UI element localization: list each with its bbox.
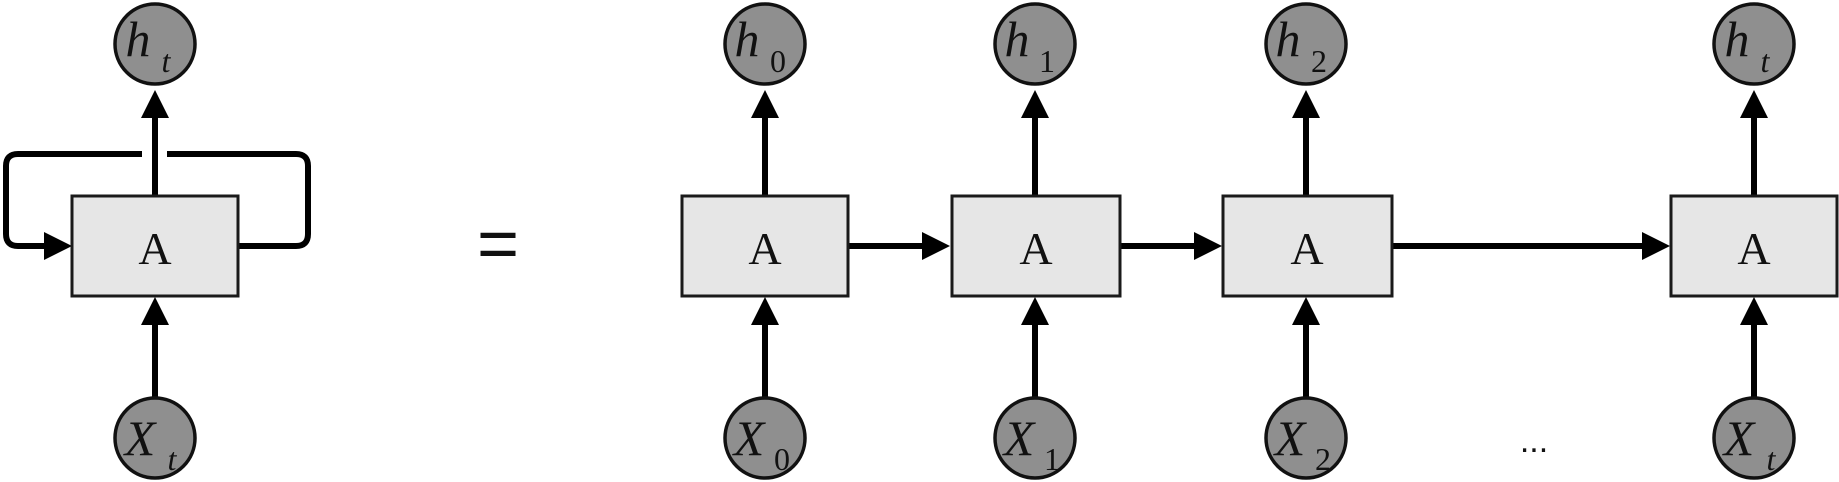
input-subscript: 2 bbox=[1315, 441, 1331, 477]
output-subscript: t bbox=[1761, 43, 1771, 79]
output-arrowhead bbox=[1292, 90, 1320, 118]
cell-box bbox=[70, 194, 240, 298]
output-arrowhead bbox=[751, 90, 779, 118]
timestep-0: A h 0 X 0 bbox=[680, 2, 850, 480]
input-arrowhead bbox=[141, 297, 169, 325]
output-subscript: 2 bbox=[1311, 43, 1327, 79]
cell-box bbox=[1669, 194, 1839, 298]
input-label: X bbox=[732, 410, 767, 466]
output-label: h bbox=[1725, 11, 1750, 67]
unrolled-rnn: A h 0 X 0 A h 1 X 1 bbox=[680, 2, 1839, 480]
cell-label: A bbox=[1737, 223, 1770, 274]
loop-arrowhead bbox=[44, 232, 72, 260]
cell-box bbox=[680, 194, 850, 298]
output-arrowhead bbox=[1740, 90, 1768, 118]
timestep-2: A h 2 X 2 bbox=[1221, 2, 1394, 480]
cell-box bbox=[1221, 194, 1394, 298]
input-subscript: 0 bbox=[774, 441, 790, 477]
input-label: X bbox=[123, 410, 158, 466]
cell-label: A bbox=[748, 223, 781, 274]
output-label: h bbox=[735, 11, 760, 67]
cell-label: A bbox=[1290, 223, 1323, 274]
input-label: X bbox=[1273, 410, 1308, 466]
input-subscript: t bbox=[1767, 441, 1777, 477]
output-label: h bbox=[1276, 11, 1301, 67]
input-node bbox=[113, 396, 197, 480]
input-node bbox=[1712, 396, 1796, 480]
input-label: X bbox=[1002, 410, 1037, 466]
input-arrowhead bbox=[1292, 297, 1320, 325]
recurrent-arrowhead bbox=[1642, 232, 1670, 260]
input-node bbox=[1264, 396, 1348, 480]
loop-wire bbox=[3, 151, 142, 249]
input-subscript: t bbox=[168, 441, 178, 477]
output-arrowhead bbox=[1021, 90, 1049, 118]
input-node bbox=[723, 396, 807, 480]
input-arrowhead bbox=[1740, 297, 1768, 325]
input-arrowhead bbox=[1021, 297, 1049, 325]
rolled-rnn: A h t X t bbox=[3, 2, 311, 480]
output-subscript: 0 bbox=[770, 43, 786, 79]
output-subscript: t bbox=[162, 43, 172, 79]
output-node bbox=[113, 2, 197, 86]
ellipsis: ... bbox=[1520, 422, 1548, 460]
output-subscript: 1 bbox=[1039, 43, 1055, 79]
recurrent-arrowhead bbox=[1194, 232, 1222, 260]
input-subscript: 1 bbox=[1044, 441, 1060, 477]
loop-wire bbox=[167, 151, 311, 249]
cell-label: A bbox=[1019, 223, 1052, 274]
output-node bbox=[723, 2, 807, 86]
output-label: h bbox=[126, 11, 151, 67]
output-arrowhead bbox=[141, 90, 169, 118]
cell-box bbox=[950, 194, 1122, 298]
output-node bbox=[1264, 2, 1348, 86]
input-arrowhead bbox=[751, 297, 779, 325]
output-node bbox=[993, 2, 1077, 86]
output-node bbox=[1712, 2, 1796, 86]
input-node bbox=[993, 396, 1077, 480]
timestep-t: A h t X t bbox=[1669, 2, 1839, 480]
cell-label: A bbox=[138, 223, 171, 274]
input-label: X bbox=[1722, 410, 1757, 466]
recurrent-arrowhead bbox=[922, 232, 950, 260]
equals-sign: = bbox=[477, 204, 519, 284]
timestep-1: A h 1 X 1 bbox=[950, 2, 1122, 480]
output-label: h bbox=[1005, 11, 1030, 67]
